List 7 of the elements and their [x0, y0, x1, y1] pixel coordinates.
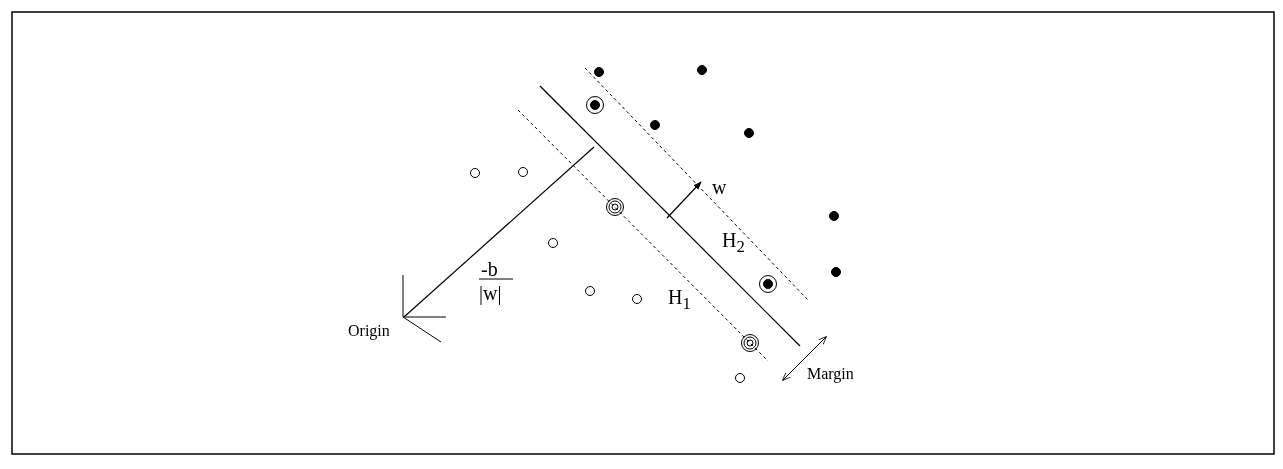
plane-label: H$_{1}$ [668, 286, 691, 315]
denominator-label: |w| [479, 282, 502, 304]
vector-label: w [712, 176, 727, 198]
plane-label: H$_{2}$ [722, 229, 745, 258]
origin-label: Origin [348, 322, 390, 340]
numerator-label: -b [481, 258, 498, 280]
margin-label: Margin [807, 365, 854, 383]
